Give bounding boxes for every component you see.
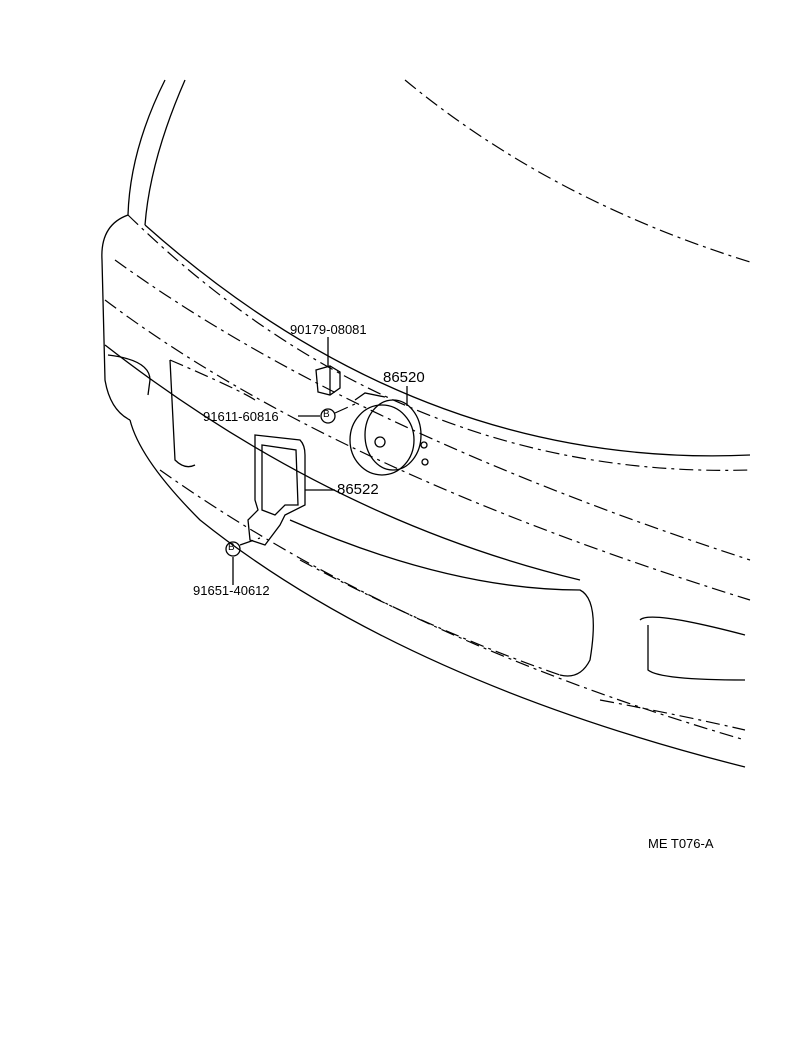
horn-drawing [349,392,429,476]
bolt-marker-lower-letter: B [228,542,235,553]
bolt-marker-upper-letter: B [323,409,330,420]
part-number-bracket: 86522 [337,481,379,498]
diagram-code: ME T076-A [648,836,714,851]
bolt-marker-lower [225,541,241,557]
part-number-horn: 86520 [383,369,425,386]
bolt-marker-upper [320,408,336,424]
bracket-drawing [247,434,306,546]
part-number-bolt-upper: 91611-60816 [203,409,279,424]
part-number-bolt-lower: 91651-40612 [193,583,270,598]
clip-drawing [315,365,341,396]
car-body-outline [101,79,751,768]
part-number-clip: 90179-08081 [290,322,367,337]
leader-lines [232,337,408,585]
